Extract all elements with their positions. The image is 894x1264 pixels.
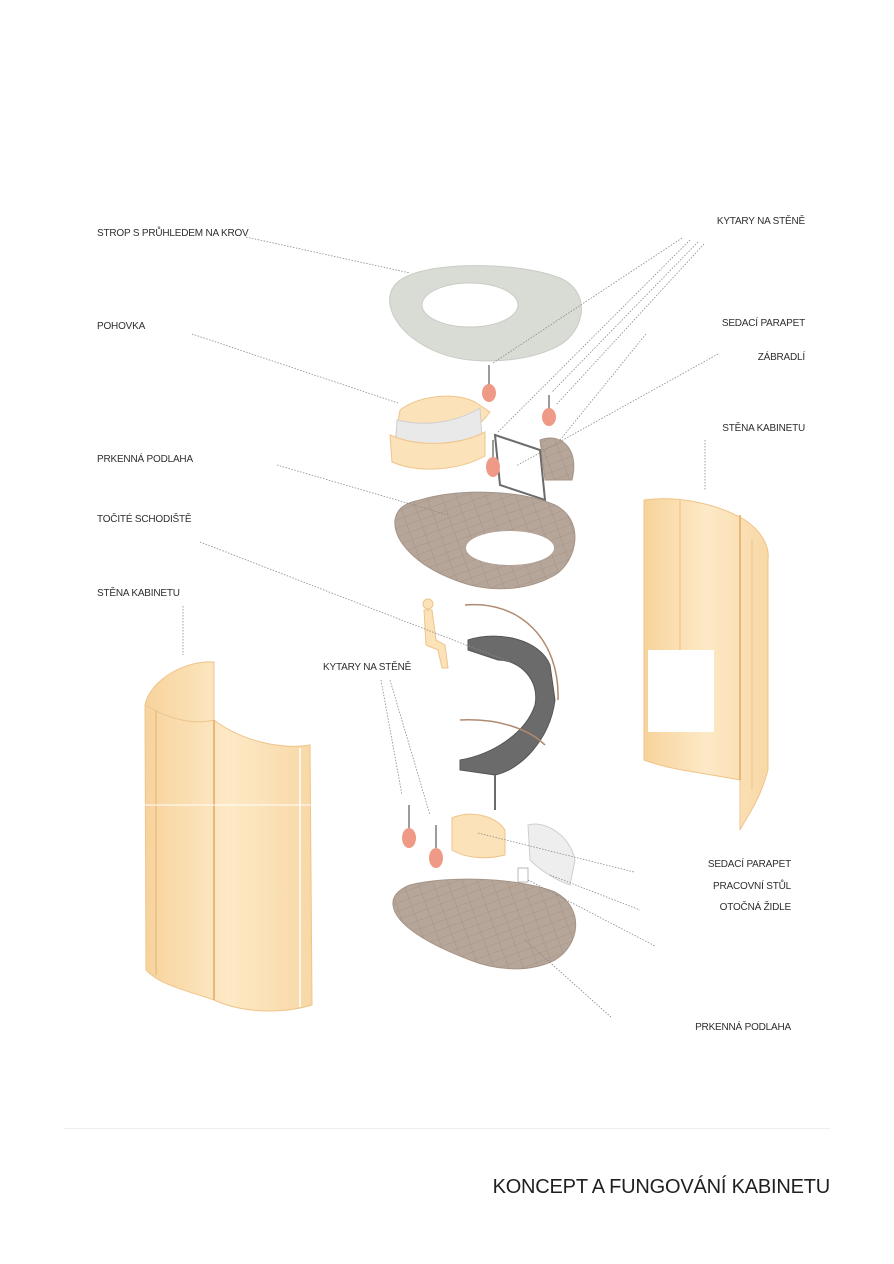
swivel-chair [517,867,529,883]
label-work-desk: PRACOVNÍ STŮL [713,881,791,892]
label-ceiling: STROP S PRŮHLEDEM NA KROV [97,228,249,239]
sofa-shape [389,395,491,470]
label-swivel-chair: OTOČNÁ ŽIDLE [719,902,792,913]
label-seat-parapet-bottom: SEDACÍ PARAPET [707,859,791,870]
label-plank-floor-top: PRKENNÁ PODLAHA [97,454,193,465]
plank-floor-upper [394,491,576,590]
guitar-icon [486,440,500,477]
human-figure [422,598,449,669]
cabinet-wall-right [643,498,769,831]
guitar-icon [482,365,496,402]
footer-divider [64,1128,830,1129]
guitar-icon [402,805,416,848]
spiral-stair [459,603,559,810]
label-plank-floor-bottom: PRKENNÁ PODLAHA [695,1022,791,1033]
label-spiral-stair: TOČITÉ SCHODIŠTĚ [97,514,192,525]
seat-parapet-lower [451,813,506,859]
cabinet-wall-left [140,661,315,1012]
label-guitars-mid: KYTARY NA STĚNĚ [323,662,412,673]
label-railing: ZÁBRADLÍ [757,352,806,363]
guitar-icon [542,395,556,426]
label-guitars-top: KYTARY NA STĚNĚ [716,216,805,227]
leader-lines [182,236,719,1019]
label-seat-parapet-top: SEDACÍ PARAPET [721,318,805,329]
work-desk [527,823,576,886]
page-title: KONCEPT A FUNGOVÁNÍ KABINETU [492,1176,831,1198]
label-wall-right: STĚNA KABINETU [722,423,805,434]
ceiling-panel [389,265,582,362]
label-wall-left: STĚNA KABINETU [97,588,180,599]
railing-shape [493,433,575,502]
label-sofa: POHOVKA [97,321,146,332]
guitar-icon [429,825,443,868]
plank-floor-lower [392,878,577,970]
